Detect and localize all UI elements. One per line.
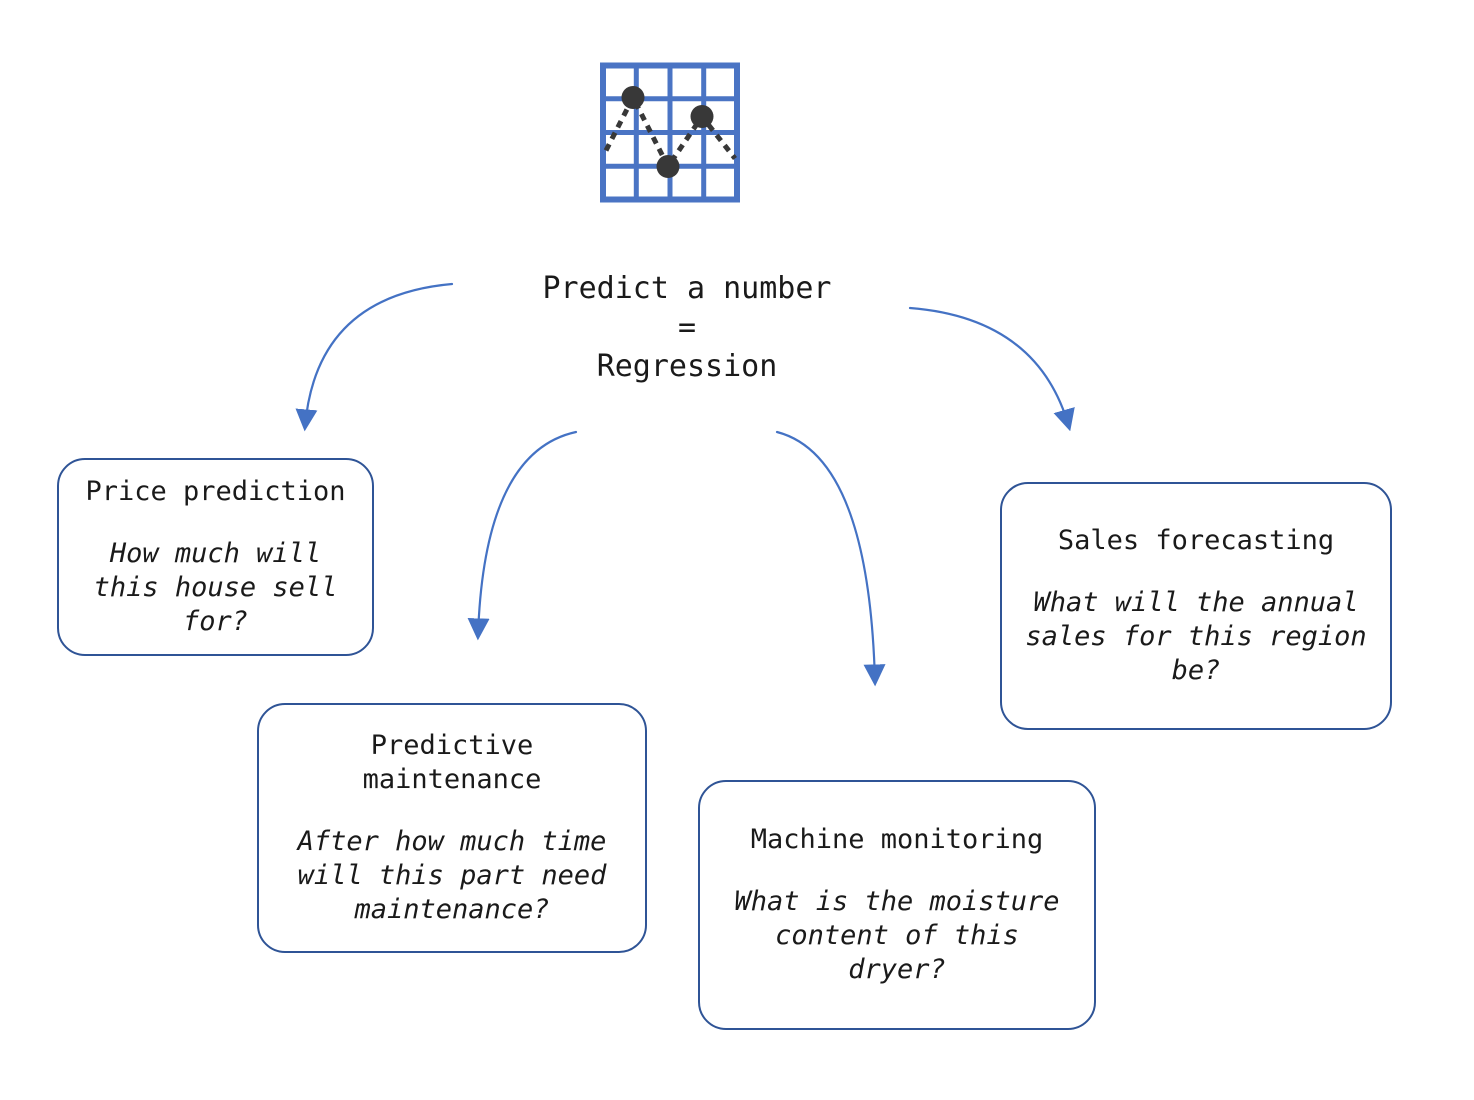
page-title: Predict a number = Regression <box>542 271 832 384</box>
node-question: How much will this house sell for? <box>93 538 338 637</box>
node-heading: Price prediction <box>85 476 346 507</box>
node-heading: Sales forecasting <box>1057 525 1335 556</box>
line-chart-icon <box>600 62 740 203</box>
node-sales-forecasting: Sales forecasting What will the annual s… <box>1000 482 1392 730</box>
node-question: What will the annual sales for this regi… <box>1025 587 1367 686</box>
node-price-prediction: Price prediction How much will this hous… <box>57 458 374 656</box>
node-predictive-maintenance: Predictive maintenance After how much ti… <box>257 703 647 953</box>
node-heading: Machine monitoring <box>750 824 1044 855</box>
node-machine-monitoring: Machine monitoring What is the moisture … <box>698 780 1096 1030</box>
node-question: What is the moisture content of this dry… <box>734 886 1060 985</box>
arrow-to-machine-monitoring <box>775 430 886 687</box>
node-heading: Predictive maintenance <box>362 730 542 795</box>
arrow-to-predictive-maintenance <box>467 430 578 641</box>
node-question: After how much time will this part need … <box>297 826 607 925</box>
arrow-to-price-prediction <box>295 282 454 432</box>
arrow-to-sales-forecasting <box>908 306 1075 432</box>
